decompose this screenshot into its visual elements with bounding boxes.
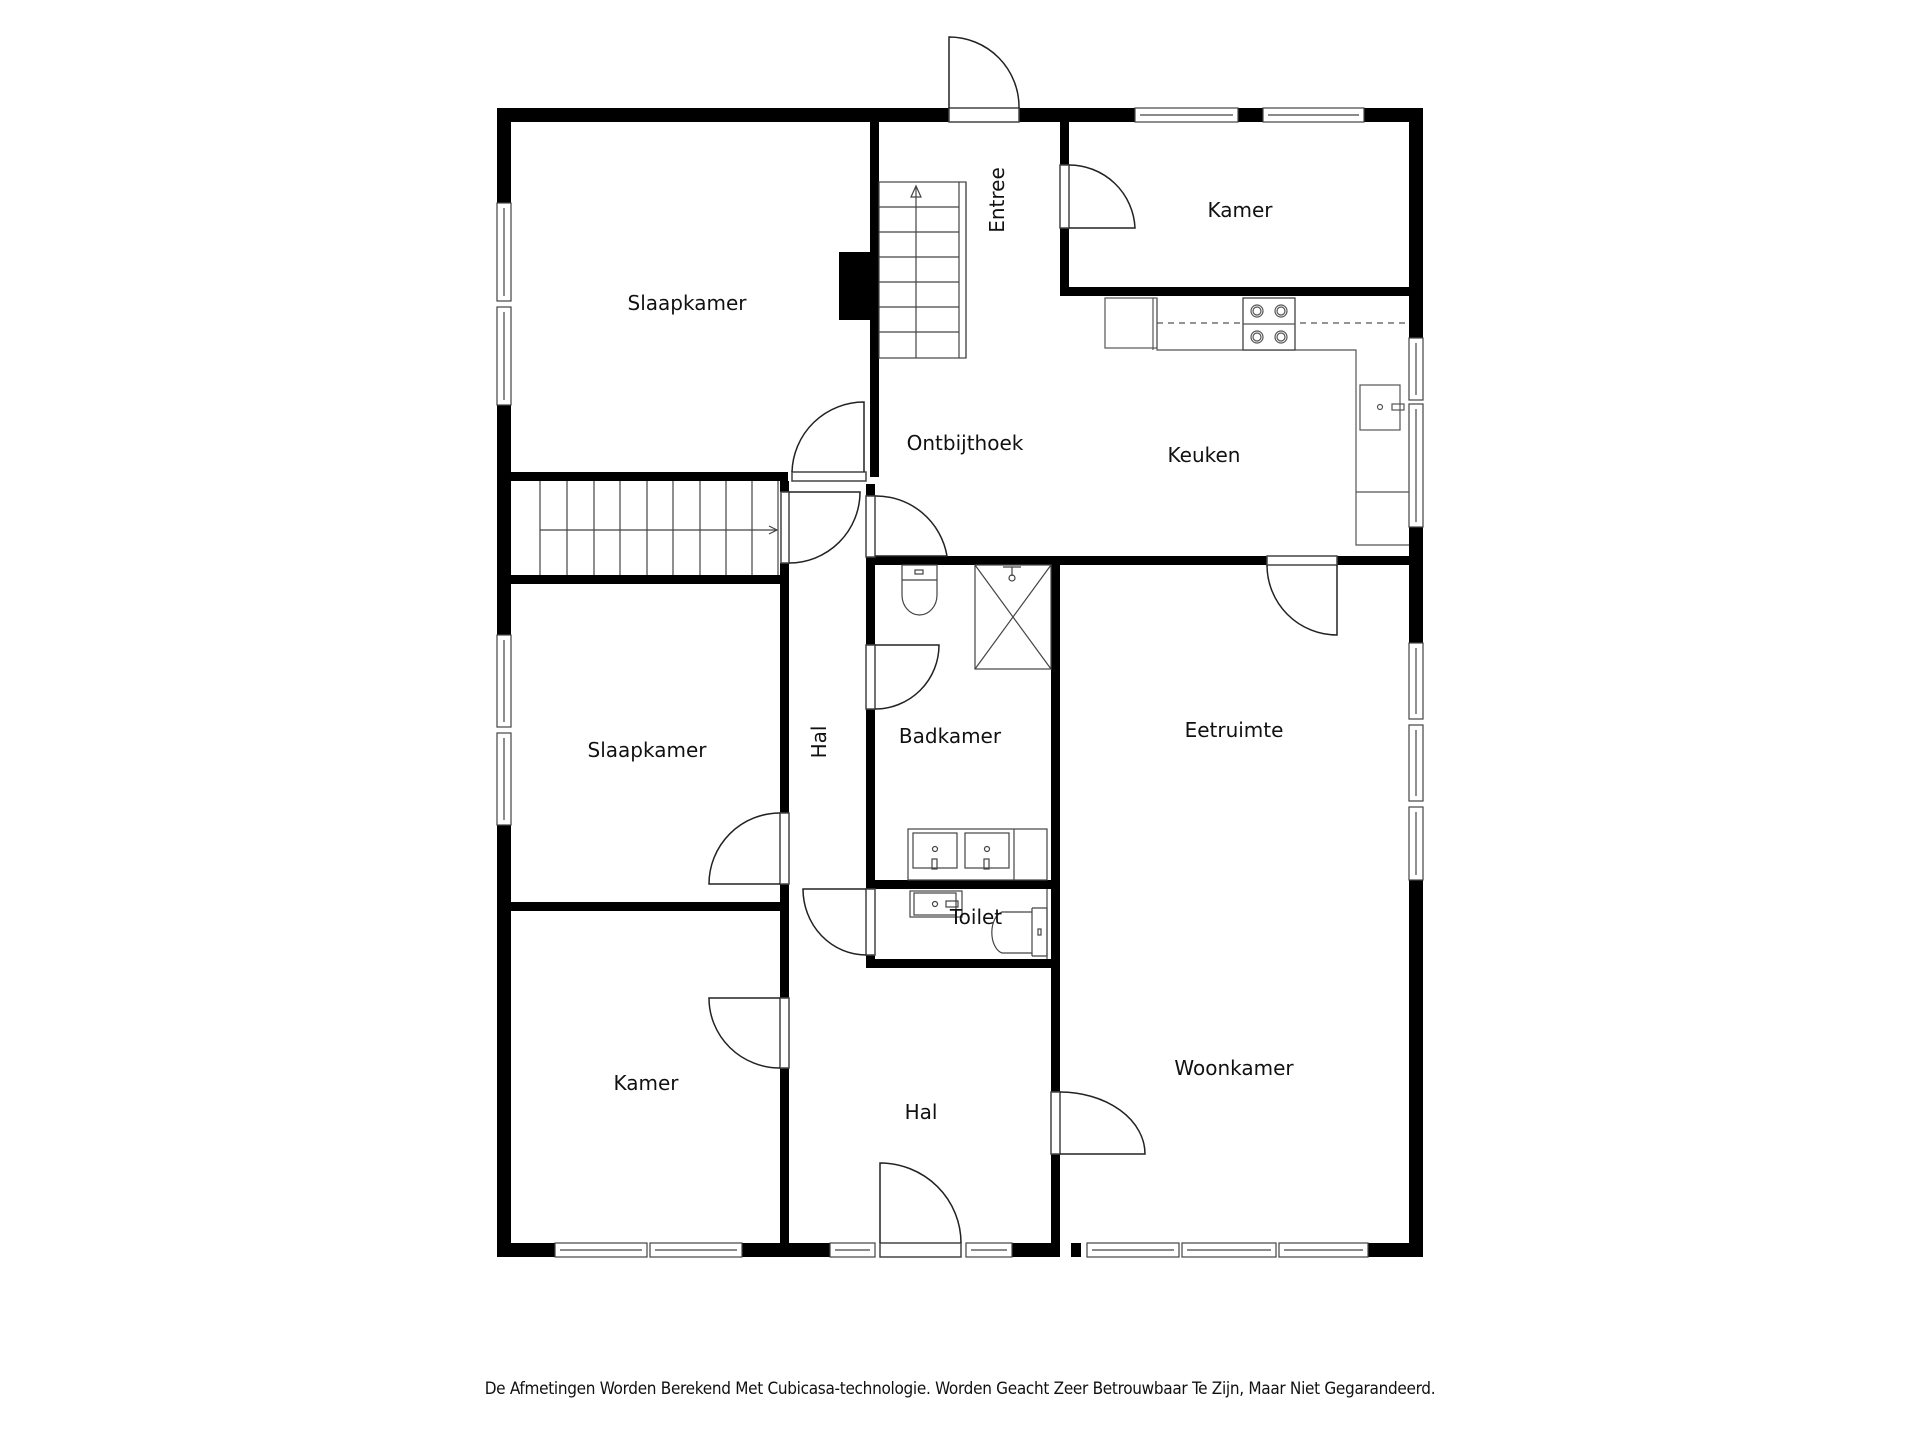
- stairs-hall: [539, 481, 779, 575]
- room-label-toilet: Toilet: [949, 905, 1003, 929]
- stairs-entree: [878, 181, 967, 359]
- room-label-kamer-2: Kamer: [613, 1071, 679, 1095]
- room-label-woonkamer: Woonkamer: [1174, 1056, 1294, 1080]
- bathroom-fixtures: [901, 564, 1052, 959]
- room-label-entree: Entree: [985, 167, 1009, 233]
- room-label-slaapkamer-1: Slaapkamer: [627, 291, 747, 315]
- windows: [496, 107, 1424, 1258]
- room-label-kamer-1: Kamer: [1207, 198, 1273, 222]
- room-label-eetruimte: Eetruimte: [1184, 718, 1284, 742]
- room-label-ontbijthoek: Ontbijthoek: [906, 431, 1024, 455]
- room-label-hal-2: Hal: [904, 1100, 938, 1124]
- kitchen-fixtures: [1104, 297, 1409, 546]
- room-label-badkamer: Badkamer: [898, 724, 1002, 748]
- room-label-keuken: Keuken: [1167, 443, 1241, 467]
- room-label-hal-1: Hal: [807, 725, 831, 759]
- interior-walls: [511, 122, 1423, 1257]
- room-label-slaapkamer-2: Slaapkamer: [587, 738, 707, 762]
- doors: [708, 36, 1338, 1258]
- measurement-disclaimer: De Afmetingen Worden Berekend Met Cubica…: [484, 1379, 1436, 1399]
